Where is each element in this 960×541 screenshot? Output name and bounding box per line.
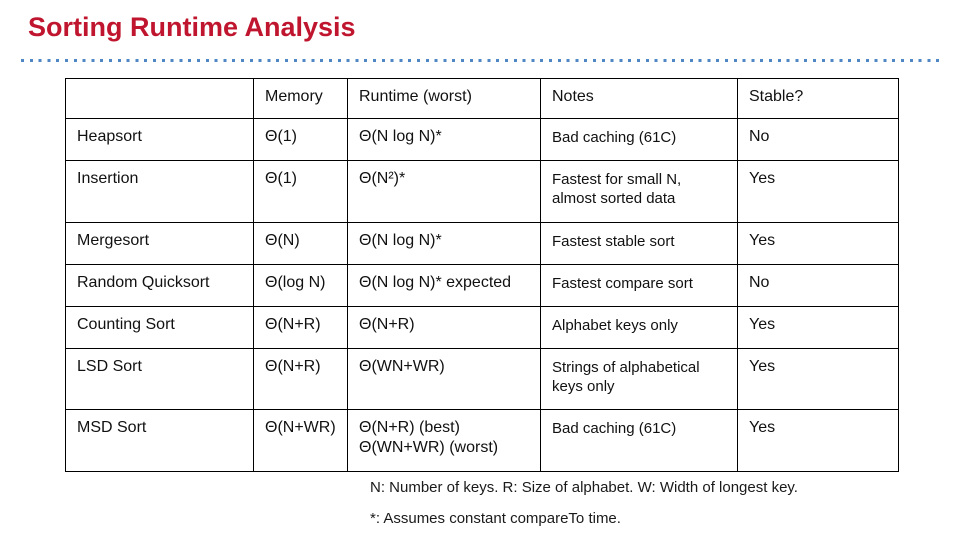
header-row: Memory Runtime (worst) Notes Stable?	[65, 78, 899, 119]
cell-memory: Θ(1)	[253, 118, 348, 161]
cell-algorithm: Mergesort	[65, 222, 254, 265]
footnotes: N: Number of keys. R: Size of alphabet. …	[370, 479, 798, 541]
cell-runtime: Θ(N log N)*	[347, 222, 541, 265]
table-row: LSD Sort Θ(N+R) Θ(WN+WR) Strings of alph…	[65, 348, 899, 410]
table-row: Counting Sort Θ(N+R) Θ(N+R) Alphabet key…	[65, 306, 899, 349]
column-header-notes: Notes	[540, 78, 738, 119]
table-row: Insertion Θ(1) Θ(N²)* Fastest for small …	[65, 160, 899, 223]
cell-stable: Yes	[737, 348, 899, 410]
cell-runtime: Θ(N+R)	[347, 306, 541, 349]
cell-runtime: Θ(N log N)* expected	[347, 264, 541, 307]
column-header-memory: Memory	[253, 78, 348, 119]
cell-memory: Θ(N+R)	[253, 348, 348, 410]
cell-stable: No	[737, 264, 899, 307]
cell-runtime: Θ(N²)*	[347, 160, 541, 223]
page-title: Sorting Runtime Analysis	[28, 12, 356, 42]
cell-notes: Bad caching (61C)	[540, 118, 738, 161]
cell-stable: Yes	[737, 306, 899, 349]
cell-algorithm: Insertion	[65, 160, 254, 223]
cell-memory: Θ(1)	[253, 160, 348, 223]
footnote-legend: N: Number of keys. R: Size of alphabet. …	[370, 479, 798, 496]
table-row: Random Quicksort Θ(log N) Θ(N log N)* ex…	[65, 264, 899, 307]
table-row: Mergesort Θ(N) Θ(N log N)* Fastest stabl…	[65, 222, 899, 265]
cell-algorithm: Random Quicksort	[65, 264, 254, 307]
cell-stable: Yes	[737, 160, 899, 223]
cell-notes: Fastest compare sort	[540, 264, 738, 307]
cell-notes: Bad caching (61C)	[540, 409, 738, 472]
footnote-asterisk: *: Assumes constant compareTo time.	[370, 510, 621, 527]
cell-memory: Θ(N+R)	[253, 306, 348, 349]
cell-runtime: Θ(WN+WR)	[347, 348, 541, 410]
cell-runtime: Θ(N+R) (best) Θ(WN+WR) (worst)	[347, 409, 541, 472]
cell-notes: Fastest for small N, almost sorted data	[540, 160, 738, 223]
cell-notes: Alphabet keys only	[540, 306, 738, 349]
cell-memory: Θ(N+WR)	[253, 409, 348, 472]
title-divider	[21, 59, 939, 62]
cell-algorithm: Heapsort	[65, 118, 254, 161]
column-header-algorithm	[65, 78, 254, 119]
cell-notes: Strings of alphabetical keys only	[540, 348, 738, 410]
column-header-runtime: Runtime (worst)	[347, 78, 541, 119]
cell-memory: Θ(log N)	[253, 264, 348, 307]
cell-algorithm: Counting Sort	[65, 306, 254, 349]
cell-algorithm: LSD Sort	[65, 348, 254, 410]
table-row: MSD Sort Θ(N+WR) Θ(N+R) (best) Θ(WN+WR) …	[65, 409, 899, 472]
cell-algorithm: MSD Sort	[65, 409, 254, 472]
table-row: Heapsort Θ(1) Θ(N log N)* Bad caching (6…	[65, 118, 899, 161]
cell-notes: Fastest stable sort	[540, 222, 738, 265]
cell-stable: No	[737, 118, 899, 161]
sorting-runtime-table: Memory Runtime (worst) Notes Stable? Hea…	[65, 78, 899, 472]
cell-memory: Θ(N)	[253, 222, 348, 265]
cell-runtime: Θ(N log N)*	[347, 118, 541, 161]
cell-stable: Yes	[737, 409, 899, 472]
column-header-stable: Stable?	[737, 78, 899, 119]
cell-stable: Yes	[737, 222, 899, 265]
